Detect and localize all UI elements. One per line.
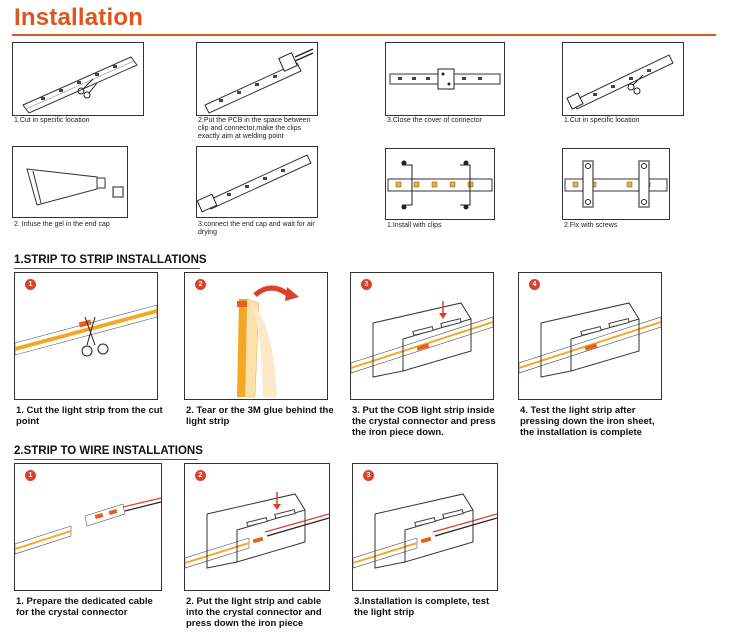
top-caption-5: 2. Infuse the gel in the end cap bbox=[14, 221, 144, 229]
top-panel-clips bbox=[385, 148, 495, 220]
s1-panel-2: 2 bbox=[184, 272, 328, 400]
section2-rule bbox=[14, 459, 198, 460]
top-caption-4: 1.Cut in specific location bbox=[564, 117, 684, 125]
top-caption-1: 1.Cut in specific location bbox=[14, 117, 144, 125]
s2-complete-illustration bbox=[353, 464, 497, 590]
s2-panel-2: 2 bbox=[184, 463, 330, 591]
s2-connector-illustration bbox=[185, 464, 329, 590]
page-title: Installation bbox=[14, 4, 143, 32]
strip-cut-illustration bbox=[13, 43, 143, 115]
gel-tube-illustration bbox=[13, 147, 127, 217]
s1-cut-illustration bbox=[15, 273, 157, 399]
s1-panel-3: 3 bbox=[350, 272, 494, 400]
s1-panel-4: 4 bbox=[518, 272, 662, 400]
step-badge: 1 bbox=[25, 470, 36, 481]
s2-panel-3: 3 bbox=[352, 463, 498, 591]
clips-illustration bbox=[386, 149, 494, 219]
top-panel-gel bbox=[12, 146, 128, 218]
step-badge: 3 bbox=[363, 470, 374, 481]
s1-tear-illustration bbox=[185, 273, 327, 399]
step-badge: 2 bbox=[195, 470, 206, 481]
top-panel-close-cover bbox=[385, 42, 505, 116]
s2-caption-3: 3.Installation is complete, test the lig… bbox=[354, 596, 504, 618]
end-cap-illustration bbox=[197, 147, 317, 217]
pcb-connector-illustration bbox=[197, 43, 317, 115]
top-caption-6: 3.connect the end cap and wait for air d… bbox=[198, 221, 318, 237]
s2-caption-2: 2. Put the light strip and cable into th… bbox=[186, 596, 336, 629]
title-divider bbox=[12, 34, 716, 36]
s2-cable-illustration bbox=[15, 464, 161, 590]
s1-complete-illustration bbox=[519, 273, 661, 399]
section1-rule bbox=[14, 268, 200, 269]
top-caption-8: 2.Fix with screws bbox=[564, 222, 682, 230]
top-caption-3: 3.Close the cover of connector bbox=[387, 117, 505, 125]
top-panel-cut-2 bbox=[562, 42, 684, 116]
top-panel-screws bbox=[562, 148, 670, 220]
s2-caption-1: 1. Prepare the dedicated cable for the c… bbox=[16, 596, 166, 618]
s1-panel-1: 1 bbox=[14, 272, 158, 400]
top-caption-2: 2.Put the PCB in the space between clip … bbox=[198, 117, 318, 141]
step-badge: 4 bbox=[529, 279, 540, 290]
strip-cut-illustration-2 bbox=[563, 43, 683, 115]
s2-panel-1: 1 bbox=[14, 463, 162, 591]
top-panel-cut-1 bbox=[12, 42, 144, 116]
s1-caption-4: 4. Test the light strip after pressing d… bbox=[520, 405, 670, 438]
step-badge: 2 bbox=[195, 279, 206, 290]
top-caption-7: 1.Install with clips bbox=[387, 222, 505, 230]
connector-cover-illustration bbox=[386, 43, 504, 115]
section1-heading: 1.STRIP TO STRIP INSTALLATIONS bbox=[14, 254, 207, 266]
s1-connector-illustration bbox=[351, 273, 493, 399]
step-badge: 1 bbox=[25, 279, 36, 290]
screws-illustration bbox=[563, 149, 669, 219]
section2-heading: 2.STRIP TO WIRE INSTALLATIONS bbox=[14, 445, 203, 457]
s1-caption-3: 3. Put the COB light strip inside the cr… bbox=[352, 405, 502, 438]
top-panel-end-cap bbox=[196, 146, 318, 218]
top-panel-pcb bbox=[196, 42, 318, 116]
s1-caption-2: 2. Tear or the 3M glue behind the light … bbox=[186, 405, 336, 427]
s1-caption-1: 1. Cut the light strip from the cut poin… bbox=[16, 405, 166, 427]
step-badge: 3 bbox=[361, 279, 372, 290]
